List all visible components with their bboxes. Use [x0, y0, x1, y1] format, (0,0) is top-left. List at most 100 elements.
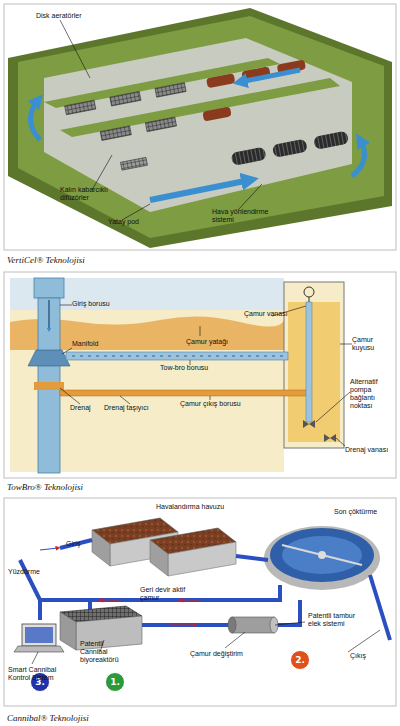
cannibal-illustration-part: [4, 498, 396, 706]
verticel-illustration-part-part: [110, 91, 141, 106]
technology-panel: TowBro® Teknolojisi: [3, 270, 397, 493]
part-label: Smart Cannibal Kontrol Sistem: [8, 666, 58, 682]
cannibal-illustration-part: [318, 551, 326, 559]
figure-caption: TowBro® Teknolojisi: [7, 482, 83, 493]
verticel-illustration-part-part: [206, 73, 235, 88]
towbro-illustration-part: [309, 297, 310, 302]
verticel-illustration-part-part: [313, 131, 349, 150]
cannibal-illustration-part: [170, 625, 195, 626]
part-label: Giriş borusu: [72, 300, 132, 308]
verticel-illustration-part-part: [272, 139, 308, 158]
cannibal-illustration: [4, 498, 396, 706]
cannibal-illustration-part: [264, 526, 380, 590]
part-label: Alternatif pompa bağlantı noktası: [350, 378, 396, 410]
cannibal-illustration-part: [25, 627, 53, 643]
towbro-illustration-part: [66, 352, 288, 360]
verticel-illustration-part: [18, 16, 384, 238]
part-label: Çamur yatağı: [186, 338, 246, 346]
verticel-illustration-part: [65, 54, 349, 195]
cannibal-illustration-part-part: [275, 600, 300, 625]
part-label: Son çöktürme: [334, 508, 394, 516]
part-label: Patentli tambur elek sistemi: [308, 612, 364, 628]
towbro-illustration-part: [304, 287, 314, 297]
part-label: Drenaj: [70, 404, 100, 412]
verticel-illustration-part-part: [65, 100, 96, 115]
verticel-illustration-part: [4, 4, 396, 250]
callout-circle: 1.: [105, 672, 125, 692]
part-label: Disk aeratörler: [36, 12, 98, 20]
cannibal-illustration-part-part: [20, 560, 40, 600]
part-label: Yatay pod: [108, 218, 158, 226]
verticel-illustration: [4, 4, 396, 250]
part-label: Geri devir aktif çamur: [140, 586, 190, 602]
verticel-illustration-part: [240, 70, 300, 82]
cannibal-illustration-part: [150, 540, 168, 576]
technology-panel: VertiCel® Teknolojisi: [3, 3, 397, 266]
towbro-illustration-part: [28, 350, 70, 366]
towbro-illustration-part: [306, 302, 312, 422]
cannibal-illustration-part: [282, 545, 362, 565]
verticel-illustration-part: [60, 20, 262, 220]
cannibal-illustration-part: [92, 530, 110, 566]
cannibal-illustration-part: [22, 624, 56, 646]
figure-caption: Cannibal® Teknolojisi: [7, 713, 89, 724]
towbro-illustration-part: [4, 272, 396, 478]
cannibal-illustration-part-part: [140, 623, 230, 627]
part-label: Çamur değiştirim: [190, 650, 260, 658]
verticel-illustration-part: [352, 140, 365, 176]
verticel-illustration-part-part: [110, 91, 141, 106]
verticel-illustration-part-part: [120, 157, 147, 170]
towbro-illustration-part: [34, 278, 64, 298]
towbro-illustration-part: [324, 434, 336, 442]
verticel-illustration-part-part: [155, 83, 186, 98]
cannibal-illustration-part: [32, 622, 380, 664]
cannibal-illustration-part: [14, 646, 64, 652]
towbro-illustration-part: [10, 278, 284, 472]
verticel-illustration-part-part: [120, 157, 147, 170]
cannibal-illustration-part: [232, 617, 274, 633]
verticel-illustration-part-part: [100, 126, 131, 141]
part-label: Tow-bro borusu: [160, 364, 230, 372]
verticel-illustration-part-part: [145, 117, 176, 132]
callout-number: 2.: [291, 651, 309, 669]
cannibal-illustration-part: [270, 528, 374, 582]
part-label: Giriş: [66, 540, 96, 548]
part-label: Kalın kabarcıklı difüzörler: [60, 186, 124, 202]
part-label: Çamur vanası: [244, 310, 288, 318]
cannibal-illustration-part-part: [88, 600, 92, 610]
callout-circle: 2.: [290, 650, 310, 670]
towbro-illustration: [4, 272, 396, 478]
figure-caption: VertiCel® Teknolojisi: [7, 255, 85, 266]
callout-number: 1.: [106, 673, 124, 691]
verticel-illustration-part-part: [313, 131, 349, 150]
verticel-illustration-part-part: [155, 83, 186, 98]
verticel-illustration-part: [8, 8, 392, 248]
verticel-illustration-part-part: [231, 147, 267, 166]
technology-panel: Cannibal® Teknolojisi3.1.2.: [3, 496, 397, 724]
verticel-illustration-part: [30, 100, 40, 140]
cannibal-illustration-part: [168, 542, 236, 576]
cannibal-illustration-part: [40, 548, 58, 550]
towbro-illustration-part: [60, 305, 352, 446]
cannibal-illustration-part-part: [236, 556, 268, 560]
part-label: Patentli Cannibal biyoreaktörü: [80, 640, 130, 664]
towbro-illustration-part: [48, 300, 50, 330]
verticel-illustration-part: [150, 180, 250, 200]
towbro-illustration-part: [60, 390, 310, 396]
towbro-illustration-part: [284, 282, 344, 448]
verticel-illustration-part: [60, 78, 340, 137]
part-label: Drenaj taşıyıcı: [104, 404, 164, 412]
towbro-illustration-part: [72, 356, 284, 357]
verticel-illustration-part-part: [145, 117, 176, 132]
cannibal-illustration-part: [100, 600, 120, 601]
verticel-illustration-part-part: [272, 139, 308, 158]
verticel-illustration-part-part: [231, 147, 267, 166]
towbro-illustration-part: [288, 302, 340, 442]
verticel-illustration-part: [44, 38, 352, 212]
part-label: Drenaj vanası: [345, 446, 395, 454]
part-label: Yüzdürme: [8, 568, 48, 576]
cannibal-illustration-part: [60, 612, 76, 650]
cannibal-illustration-part: [180, 600, 200, 601]
part-label: Çıkış: [350, 652, 380, 660]
